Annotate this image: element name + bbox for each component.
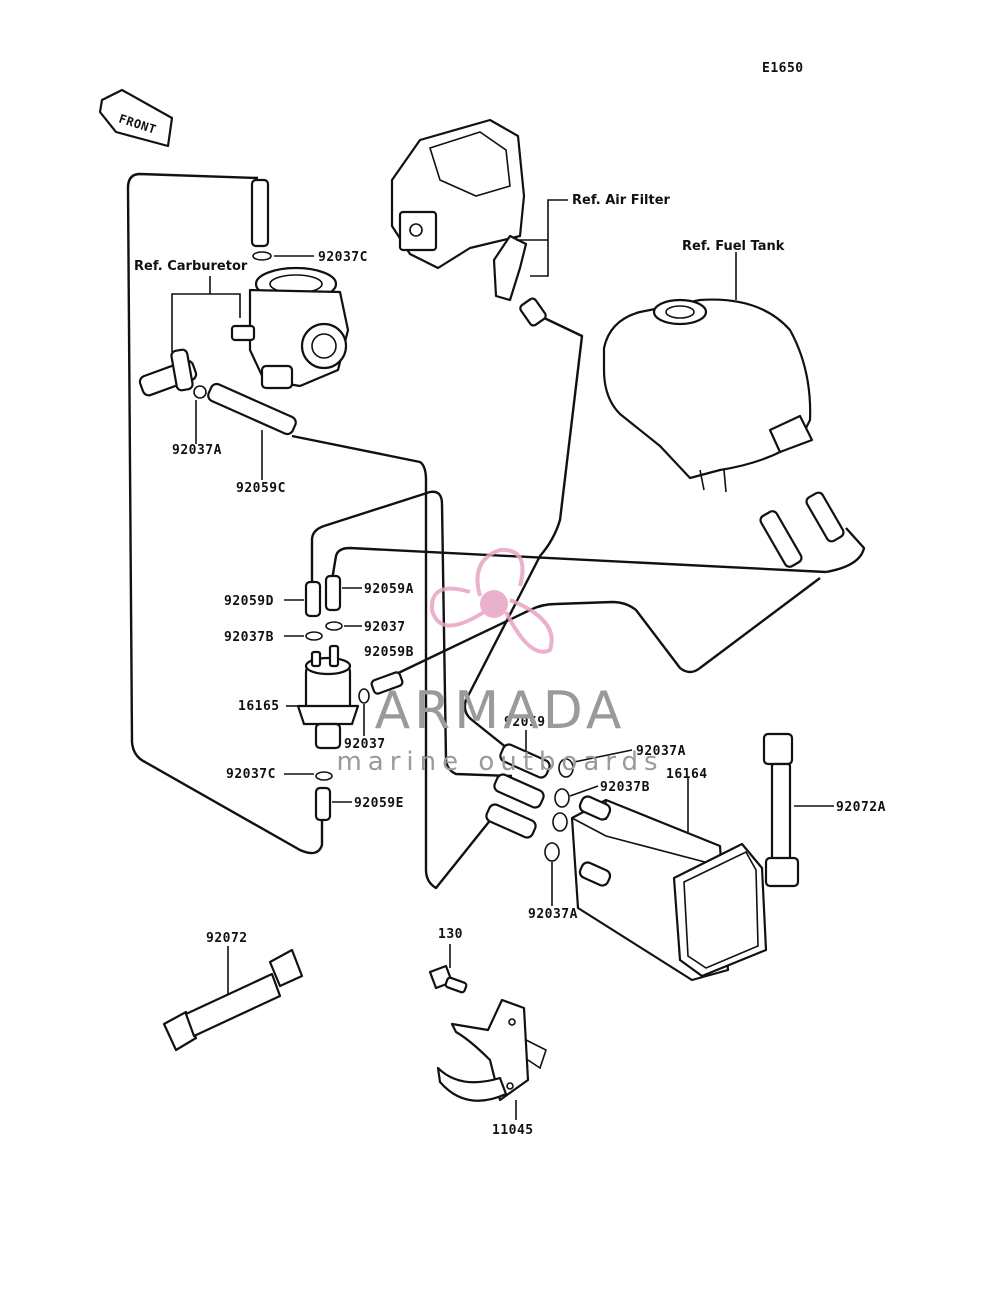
label-92072: 92072 (206, 931, 248, 946)
fuel-tank-ref-label: Ref. Fuel Tank (682, 239, 785, 254)
clamp-92037A-bottom (544, 842, 560, 862)
hose-92059B (370, 671, 404, 695)
bolt-130 (428, 964, 468, 994)
clamp-92037A-right (558, 758, 574, 778)
label-92059D: 92059D (224, 594, 274, 609)
leader-92037A-right (573, 749, 633, 763)
carburetor-ref-label: Ref. Carburetor (134, 259, 248, 274)
hose-92059A (324, 574, 342, 612)
watermark-tagline: marine outboards (336, 747, 663, 777)
label-92037A-bottom: 92037A (528, 907, 578, 922)
label-130: 130 (438, 927, 463, 942)
label-92059A: 92059A (364, 582, 414, 597)
canister-16164 (570, 795, 768, 982)
carburetor-leader (171, 276, 241, 352)
label-92037B-left: 92037B (224, 630, 274, 645)
top-fitting (250, 178, 272, 261)
hose-routing (126, 172, 866, 890)
front-arrow-icon: FRONT (98, 88, 174, 148)
strap-92072 (162, 948, 304, 1052)
label-92037C-top: 92037C (318, 250, 368, 265)
label-92037-upper: 92037 (364, 620, 406, 635)
label-16164: 16164 (666, 767, 708, 782)
fuel-pump-16165 (296, 644, 360, 750)
label-92059: 92059 (504, 715, 546, 730)
bracket-11045 (436, 998, 547, 1102)
label-92059C: 92059C (236, 481, 286, 496)
label-92037A-right: 92037A (636, 744, 686, 759)
diagram-code: E1650 (762, 61, 804, 76)
carburetor-reference (230, 266, 350, 390)
t-fitting (138, 348, 207, 399)
label-11045: 11045 (492, 1123, 534, 1138)
clamp-92037C-bottom (315, 771, 333, 781)
label-92037-lower: 92037 (344, 737, 386, 752)
hose-92059E (314, 786, 332, 822)
clamp-92037-lower (358, 688, 370, 704)
clamp-92037-upper (325, 621, 343, 631)
strap-92072A (762, 732, 800, 888)
watermark-brand: ARMADA (375, 681, 626, 741)
label-92059B: 92059B (364, 645, 414, 660)
clamp-92037B-right-a (554, 788, 570, 808)
air-filter-ref-label: Ref. Air Filter (572, 193, 671, 208)
label-92037A-left: 92037A (172, 443, 222, 458)
label-92072A: 92072A (836, 800, 886, 815)
label-92037C-bottom: 92037C (226, 767, 276, 782)
hose-92059-set (485, 743, 551, 839)
air-filter-reference (390, 118, 547, 327)
clamp-92037B-right-b (552, 812, 568, 832)
fuel-tank-reference (602, 298, 845, 568)
leader-92037B-right (569, 785, 599, 797)
label-92059E: 92059E (354, 796, 404, 811)
clamp-92037B-left (305, 631, 323, 641)
label-16165: 16165 (238, 699, 280, 714)
hose-92059C (207, 382, 297, 436)
label-92037B-right: 92037B (600, 780, 650, 795)
hose-92059D (304, 580, 322, 618)
armada-watermark-logo (429, 547, 554, 654)
air-filter-leader (516, 199, 568, 277)
